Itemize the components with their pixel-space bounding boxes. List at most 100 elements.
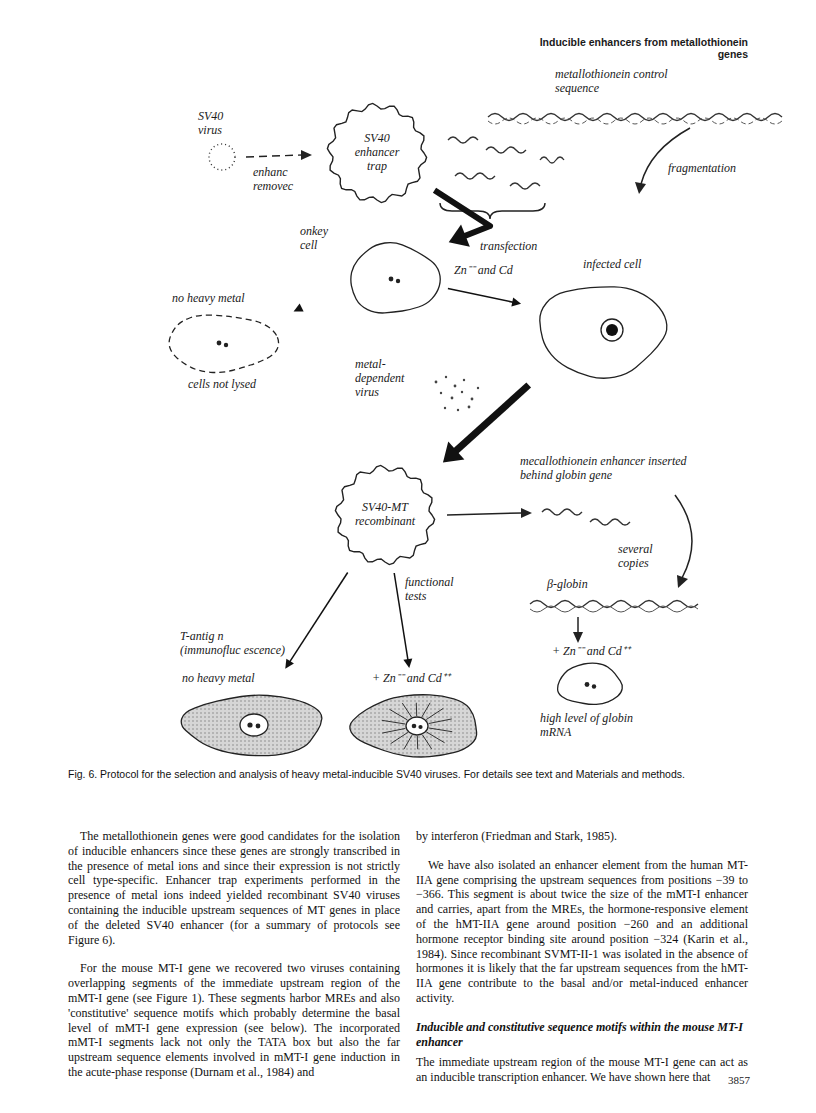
- node-label: high level of globin mRNA: [540, 712, 640, 740]
- node-label: no heavy metal: [172, 292, 282, 306]
- cell-shape: high level of globin mRNA: [540, 662, 640, 744]
- body-paragraph: The immediate upstream region of the mou…: [416, 1055, 748, 1085]
- body-paragraph: For the mouse MT-I gene we recovered two…: [68, 961, 400, 1079]
- connector-label: transfection: [478, 240, 539, 254]
- t-antigen-fibre: [382, 728, 405, 733]
- dna-fragment: [455, 173, 495, 179]
- t-antigen-fibre: [429, 719, 452, 724]
- t-antigen-fibre: [389, 709, 407, 720]
- nucleus-dot: [585, 682, 590, 687]
- arrowhead: [294, 304, 304, 312]
- sv40-virus-particle: [209, 144, 235, 170]
- nucleus-dot: [389, 277, 394, 282]
- body-paragraph: by interferon (Friedman and Stark, 1985)…: [416, 829, 748, 844]
- dna-strand: [488, 118, 782, 124]
- node-outline: [300, 225, 445, 320]
- globin-gene: [530, 601, 698, 608]
- cell-shape: + Zn⁻⁻ and Cd⁺⁺: [342, 672, 492, 762]
- t-antigen-fibre: [416, 703, 417, 716]
- connector-line: [448, 288, 514, 302]
- node-outline: [342, 672, 492, 762]
- page-number: 3857: [716, 1074, 750, 1086]
- globin-gene: [530, 606, 698, 612]
- body-paragraph: The metallothionein genes were good cand…: [68, 829, 400, 947]
- node-label: SV40 enhancer trap: [344, 132, 410, 173]
- cell-outline: [181, 695, 322, 755]
- cell-outline: [350, 695, 477, 757]
- nucleus-dot: [217, 341, 222, 346]
- node-label: SV40-MT recombinant: [348, 501, 422, 529]
- plasmid-outline: [327, 103, 426, 202]
- figure-label: metal-dependent virus: [355, 358, 430, 399]
- node-label: infected cell: [583, 258, 673, 272]
- cell-outline: [351, 243, 440, 313]
- arrowhead: [449, 225, 470, 247]
- dna-fragment: [448, 137, 478, 143]
- figure-caption: Fig. 6. Protocol for the selection and a…: [68, 768, 748, 782]
- t-antigen-fibre: [402, 703, 411, 717]
- t-antigen-fibre: [417, 736, 418, 749]
- figure-label: metallothionein control sequence: [555, 68, 675, 96]
- cell-shape: no heavy metalcells not lysed: [150, 292, 290, 404]
- nucleus: [406, 717, 428, 735]
- arrow: [675, 495, 692, 578]
- nucleus-dot: [247, 722, 252, 727]
- text-column: The metallothionein genes were good cand…: [68, 829, 400, 1094]
- running-header: Inducible enhancers from metallothionein…: [530, 36, 748, 60]
- t-antigen-fibre: [429, 728, 453, 732]
- connector-arrow: [443, 385, 529, 463]
- arrowhead: [443, 442, 464, 463]
- arrowhead: [285, 659, 294, 669]
- arrowhead: [511, 298, 521, 307]
- figure-label: + Zn⁻⁻ and Cd⁺⁺: [552, 645, 662, 659]
- plasmid-circle: SV40 enhancer trap: [322, 98, 432, 208]
- body-paragraph: We have also isolated an enhancer elemen…: [416, 858, 748, 1006]
- nucleus: [240, 714, 268, 736]
- connector-arrow: [435, 190, 491, 247]
- t-antigen-fibre: [382, 720, 406, 724]
- connector-label: Zn⁻⁻ and Cd: [452, 264, 515, 278]
- node-label: no heavy metal: [182, 672, 297, 686]
- arrowhead: [301, 150, 312, 160]
- cell-outline: [558, 663, 623, 704]
- connector-arrow: [285, 573, 347, 669]
- cell-outline: [540, 287, 667, 378]
- arrowhead: [573, 632, 583, 643]
- figure-label: mecallothionein enhancer inserted behind…: [520, 455, 705, 483]
- figure-label: T-antig n (immunofluc escence): [180, 630, 285, 658]
- nucleus-dot: [418, 725, 422, 729]
- figure-label: several copies: [618, 543, 680, 571]
- arrow: [447, 513, 522, 515]
- figure-label: fragmentation: [668, 162, 748, 176]
- arrowhead: [677, 575, 688, 588]
- figure-label: SV40 virus: [198, 110, 243, 138]
- arrowhead: [635, 182, 646, 194]
- t-antigen-fibre: [422, 735, 431, 749]
- enhancer-copy: [590, 519, 630, 525]
- arrowhead: [403, 658, 412, 668]
- dna-fragment: [540, 157, 564, 163]
- t-antigen-fibre: [427, 732, 445, 743]
- nucleus-dot: [396, 279, 400, 283]
- cell-shape: infected cell: [525, 258, 675, 383]
- nucleus-dot: [412, 724, 417, 729]
- arrow: [577, 617, 579, 634]
- t-antigen-fibre: [391, 732, 408, 743]
- enhancer-copy: [542, 509, 582, 515]
- figure-label: enhanc removec: [253, 166, 308, 194]
- connector-line: [454, 385, 529, 453]
- node-label: + Zn⁻⁻ and Cd⁺⁺: [372, 672, 487, 686]
- connector-line: [289, 573, 348, 663]
- plasmid-circle: SV40-MT recombinant: [330, 460, 440, 570]
- section-heading: Inducible and constitutive sequence moti…: [416, 1020, 748, 1050]
- cell-shape: onkey cell: [300, 225, 445, 320]
- node-outline: [525, 258, 675, 383]
- dna-fragment: [486, 147, 526, 153]
- arrowhead: [521, 508, 532, 518]
- nucleus-dot: [592, 684, 596, 688]
- nucleus: [601, 319, 623, 341]
- figure-label: β-globin: [547, 578, 602, 592]
- nucleus-dot: [256, 724, 261, 729]
- cell-shape: no heavy metal: [172, 672, 337, 760]
